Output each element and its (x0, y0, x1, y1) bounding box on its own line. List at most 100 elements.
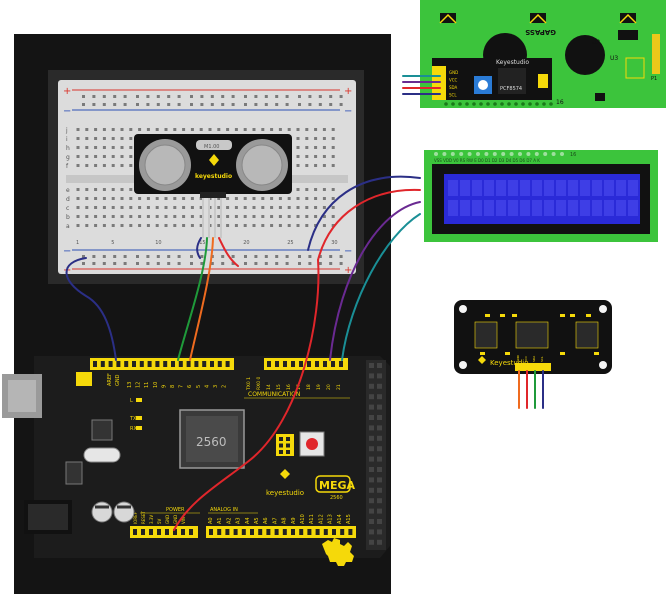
breadboard-hole (234, 206, 238, 209)
analog-pin-label: A1 (217, 517, 223, 524)
rail-hole (102, 255, 106, 258)
header-hole (132, 361, 136, 367)
header-hole (299, 529, 304, 535)
rail-hole (318, 103, 322, 106)
breadboard-hole (226, 215, 230, 218)
breadboard-hole (76, 215, 80, 218)
header-hole (217, 529, 222, 535)
breadboard-hole (85, 215, 89, 218)
backpack-hole (528, 102, 532, 106)
lcd-cell (628, 180, 638, 196)
breadboard-hole (111, 215, 115, 218)
rail-hole (190, 255, 193, 258)
header-hole (274, 529, 279, 535)
header-hole (377, 456, 382, 462)
digital-pin-label: 3 (213, 385, 219, 388)
breadboard-hole (190, 224, 194, 227)
header-hole (225, 361, 230, 367)
row-letter: d (66, 196, 70, 203)
rail-hole (123, 95, 127, 98)
rail-hole (298, 103, 301, 106)
analog-pin-label: A5 (254, 517, 260, 524)
gnd-label: GND (115, 374, 121, 386)
header-hole (339, 361, 343, 367)
breadboard-hole (331, 215, 335, 218)
breadboard-hole (173, 128, 177, 131)
header-hole (377, 394, 382, 400)
rail-hole (298, 255, 301, 258)
header-hole (369, 425, 374, 431)
breadboard-hole (164, 128, 168, 131)
rtc-smd (586, 314, 591, 317)
mega-bee-logo-icon (280, 469, 290, 479)
breadboard-hole (270, 128, 274, 131)
wires (65, 75, 544, 531)
breadboard-hole (155, 128, 159, 131)
breadboard-hole (296, 155, 300, 158)
header-hole (181, 529, 185, 535)
backpack-brand: Keyestudio (496, 59, 529, 66)
rail-hole (190, 103, 193, 106)
rail-hole (298, 262, 301, 265)
capacitor-1 (91, 501, 113, 523)
rail-hole (308, 262, 312, 265)
rtc-pin-label: GND (516, 354, 520, 362)
row-letter: h (66, 145, 70, 152)
rtc-smd (480, 352, 485, 355)
lcd-cell (472, 180, 482, 196)
breadboard-hole (76, 137, 80, 140)
header-hole (377, 529, 382, 535)
breadboard-hole (129, 197, 133, 200)
rtc-smd (594, 352, 599, 355)
header-hole (250, 529, 254, 535)
breadboard-hole (296, 164, 300, 167)
header-hole (163, 361, 168, 367)
breadboard-hole (270, 206, 274, 209)
header-hole (369, 415, 374, 420)
rail-hole (298, 95, 301, 98)
ultrasonic-pin (208, 198, 210, 238)
header-hole (377, 487, 382, 493)
breadboard-hole (296, 128, 300, 131)
rail-minus-top-right: − (344, 106, 352, 117)
lcd-cell (448, 180, 458, 196)
header-hole (202, 361, 207, 367)
breadboard-hole (322, 188, 326, 191)
rail-hole (146, 103, 150, 106)
backpack-hole (500, 102, 504, 106)
rail-hole (113, 103, 117, 106)
lcd-hole (509, 152, 514, 156)
rail-hole (231, 103, 235, 106)
breadboard-hole (94, 197, 98, 200)
rail-hole (329, 255, 333, 258)
rx-led-label: RX (130, 426, 137, 432)
lcd-hole (560, 152, 564, 156)
breadboard-hole (94, 164, 98, 167)
header-hole (139, 361, 144, 367)
breadboard-hole (155, 215, 159, 218)
header-hole (377, 415, 382, 420)
backpack-chip-label: PCF8574 (500, 86, 522, 92)
header-hole (377, 435, 382, 441)
breadboard-hole (102, 164, 106, 167)
lcd-hole (526, 152, 531, 156)
header-hole (141, 529, 145, 535)
breadboard-hole (331, 137, 335, 140)
header-hole (369, 498, 374, 504)
header-hole (369, 373, 374, 379)
rail-hole (264, 262, 268, 265)
breadboard-hole (296, 137, 300, 140)
backpack-hole (542, 102, 546, 106)
breadboard-hole (296, 215, 300, 218)
header-hole (369, 383, 374, 389)
analog-pin-label: A2 (226, 517, 232, 524)
rail-hole (231, 255, 235, 258)
icsp-hole (279, 437, 283, 441)
power-pin-label: RESET (141, 511, 146, 524)
mega-chip-label: 2560 (196, 435, 227, 449)
rtc-bee-logo-icon (478, 356, 486, 364)
ultrasonic-sensor: M1.00 keyestudio (134, 134, 292, 238)
header-hole (283, 361, 287, 367)
